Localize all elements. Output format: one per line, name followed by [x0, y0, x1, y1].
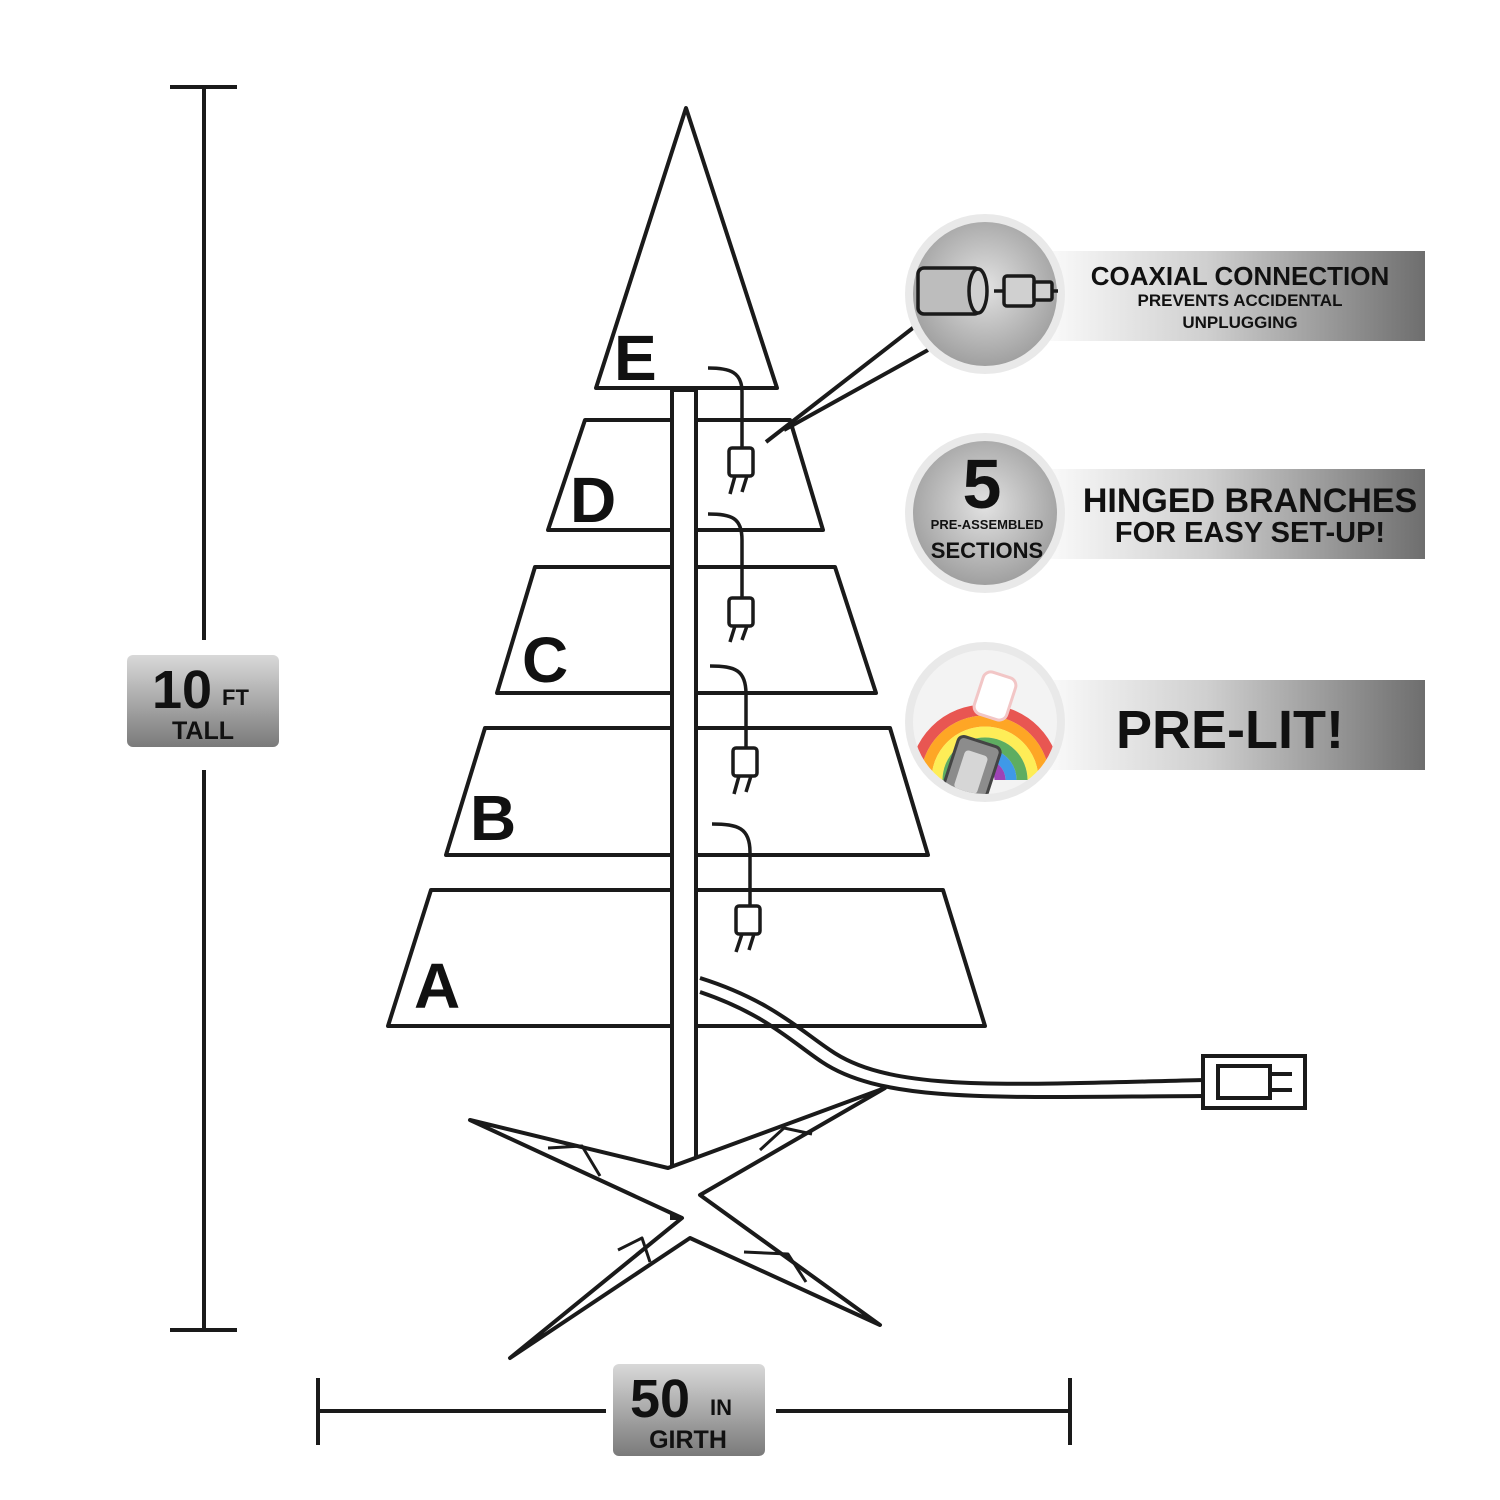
section-label-e: E: [614, 322, 657, 394]
power-cord: [699, 976, 1307, 1110]
sections-word: SECTIONS: [931, 538, 1043, 563]
height-number: 10: [152, 660, 212, 720]
sections-number: 5: [963, 445, 1002, 523]
connector-b-a: [711, 822, 762, 953]
section-connectors: [707, 366, 762, 953]
sections-banner: [1030, 469, 1425, 559]
girth-label: GIRTH: [649, 1426, 727, 1454]
height-unit: FT: [222, 685, 249, 710]
height-badge: 10 FT TALL: [127, 655, 279, 747]
coaxial-line1: PREVENTS ACCIDENTAL: [1138, 291, 1343, 310]
girth-dimension: [316, 1378, 1072, 1445]
height-dimension: [170, 85, 237, 1332]
callout-sections: 5 PRE-ASSEMBLED SECTIONS HINGED BRANCHES…: [905, 433, 1425, 593]
connector-e-d: [707, 366, 755, 495]
connector-d-c: [707, 512, 755, 643]
section-label-b: B: [470, 782, 516, 854]
girth-badge: 50 IN GIRTH: [613, 1364, 765, 1456]
section-label-c: C: [522, 624, 568, 696]
sections-small-label: PRE-ASSEMBLED: [931, 517, 1044, 532]
prelit-banner: [1030, 680, 1425, 770]
sections-subtitle: FOR EASY SET-UP!: [1115, 517, 1385, 549]
center-pole: [670, 388, 698, 1220]
callout-coaxial: COAXIAL CONNECTION PREVENTS ACCIDENTAL U…: [764, 214, 1425, 444]
rainbow-arc: [931, 726, 1039, 781]
height-label: TALL: [172, 717, 234, 745]
coaxial-line2: UNPLUGGING: [1182, 313, 1297, 332]
section-labels: E D C B A: [414, 322, 657, 1022]
plug-body: [1216, 1064, 1272, 1100]
sections-circle: [913, 441, 1057, 585]
connector-c-b: [709, 664, 759, 795]
sections-title: HINGED BRANCHES: [1083, 482, 1417, 520]
coaxial-title: COAXIAL CONNECTION: [1091, 261, 1390, 291]
coaxial-plug-icon: [916, 266, 1058, 316]
rainbow-bulb-icon: [913, 670, 1057, 794]
prelit-title: PRE-LIT!: [1116, 700, 1344, 760]
rainbow-arc: [920, 715, 1050, 781]
coaxial-banner: [1030, 251, 1425, 341]
callout-prelit: PRE-LIT!: [905, 642, 1425, 802]
star-base: [468, 1086, 887, 1360]
girth-unit: IN: [710, 1395, 732, 1420]
section-label-d: D: [570, 464, 616, 536]
girth-number: 50: [630, 1369, 690, 1429]
section-label-a: A: [414, 950, 460, 1022]
